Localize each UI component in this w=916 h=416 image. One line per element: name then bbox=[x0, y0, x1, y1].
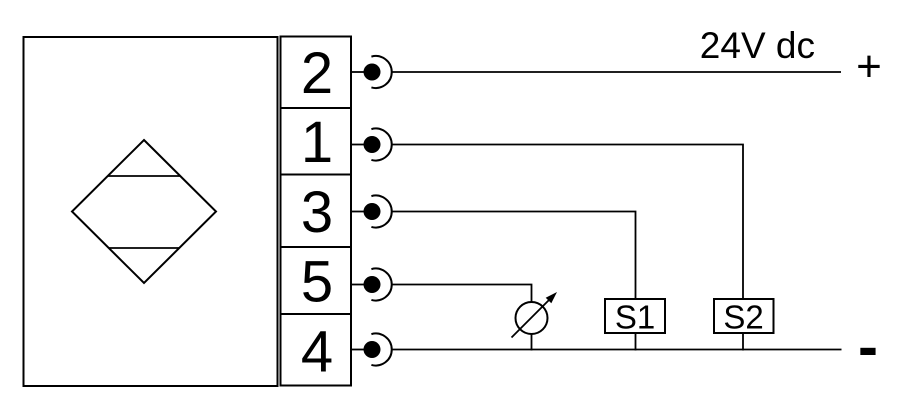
wire-terminal5-meter bbox=[392, 283, 533, 351]
terminal-block: 2 1 3 5 4 bbox=[279, 35, 352, 387]
switch-s2-box bbox=[713, 298, 775, 334]
device-body bbox=[22, 36, 279, 387]
terminal-4-plug-socket-connector-icon bbox=[351, 332, 393, 367]
wire-terminal3-switch-s1 bbox=[392, 210, 637, 351]
terminal-5-plug-socket-connector-icon bbox=[351, 267, 393, 302]
wire-terminal1-switch-s2 bbox=[392, 143, 744, 351]
switch-s2-label: S2 bbox=[723, 299, 763, 336]
terminal-2-plug-socket-connector-icon bbox=[351, 55, 393, 89]
switch-s1: S1 bbox=[604, 298, 666, 336]
supply-voltage-label: 24V dc bbox=[700, 25, 815, 66]
device bbox=[22, 36, 279, 387]
analog-meter-arrow-icon bbox=[510, 292, 557, 339]
wires bbox=[392, 71, 842, 351]
terminal-label-1: 1 bbox=[301, 110, 333, 175]
switch-s2: S2 bbox=[713, 298, 775, 336]
terminal-3-plug-socket-connector-icon bbox=[351, 194, 393, 229]
negative-polarity-label: - bbox=[858, 313, 878, 380]
positive-polarity-label: + bbox=[856, 42, 882, 91]
terminal-label-5: 5 bbox=[301, 250, 333, 315]
switch-s1-box bbox=[604, 298, 666, 334]
terminal-label-3: 3 bbox=[301, 180, 333, 245]
diamond-sensor-icon bbox=[70, 138, 218, 285]
switch-s1-label: S1 bbox=[615, 299, 655, 336]
terminal-label-4: 4 bbox=[301, 320, 333, 385]
terminal-1-plug-socket-connector-icon bbox=[351, 127, 393, 162]
terminal-label-2: 2 bbox=[301, 41, 333, 106]
terminal-connectors bbox=[351, 55, 393, 367]
